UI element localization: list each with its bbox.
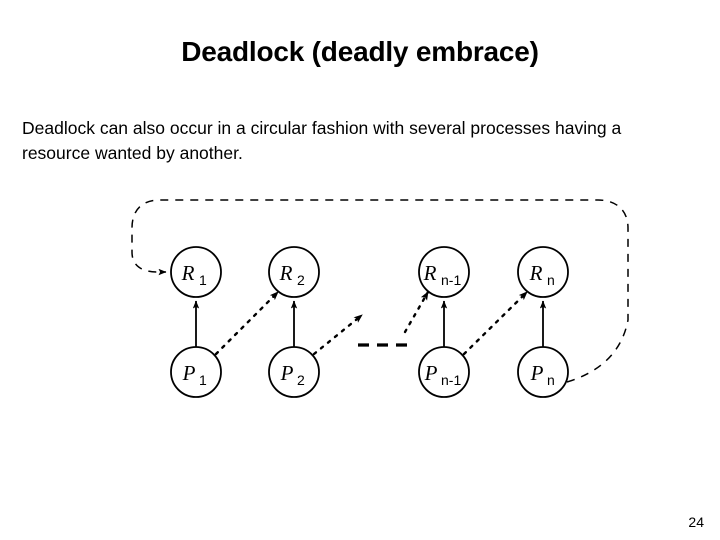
process-node-pn-subscript: n <box>547 372 555 388</box>
process-node-pn-1-label: P <box>424 361 438 385</box>
page-number: 24 <box>688 514 704 530</box>
resource-node-r1-subscript: 1 <box>199 272 207 288</box>
resource-node-rn-subscript: n <box>547 272 555 288</box>
resource-node-r1[interactable]: R 1 <box>170 246 222 298</box>
process-node-pn-1-subscript: n-1 <box>441 372 461 388</box>
resource-node-rn[interactable]: R n <box>517 246 569 298</box>
resource-node-rn-1[interactable]: R n-1 <box>418 246 470 298</box>
process-node-pn-1[interactable]: P n-1 <box>418 346 470 398</box>
wait-edge-p2-next <box>312 313 364 356</box>
wait-edge-pn-1-rn <box>462 290 529 356</box>
wait-edge-prev-rn-1 <box>403 290 430 334</box>
process-node-pn[interactable]: P n <box>517 346 569 398</box>
process-node-p1-label: P <box>182 361 196 385</box>
slide-body-text: Deadlock can also occur in a circular fa… <box>22 118 622 164</box>
process-node-p1-subscript: 1 <box>199 372 207 388</box>
resource-node-rn-1-label: R <box>423 261 437 285</box>
resource-node-r1-label: R <box>181 261 195 285</box>
process-node-p2[interactable]: P 2 <box>268 346 320 398</box>
process-node-p2-subscript: 2 <box>297 372 305 388</box>
process-node-p1[interactable]: P 1 <box>170 346 222 398</box>
resource-node-r2-label: R <box>279 261 293 285</box>
wait-edge-p1-r2 <box>214 290 280 356</box>
process-node-pn-label: P <box>530 361 544 385</box>
resource-node-rn-1-subscript: n-1 <box>441 272 461 288</box>
feedback-loop-edge <box>131 199 629 383</box>
resource-node-r2-subscript: 2 <box>297 272 305 288</box>
process-node-p2-label: P <box>280 361 294 385</box>
page-title: Deadlock (deadly embrace) <box>181 36 539 67</box>
resource-node-rn-label: R <box>529 261 543 285</box>
resource-node-r2[interactable]: R 2 <box>268 246 320 298</box>
